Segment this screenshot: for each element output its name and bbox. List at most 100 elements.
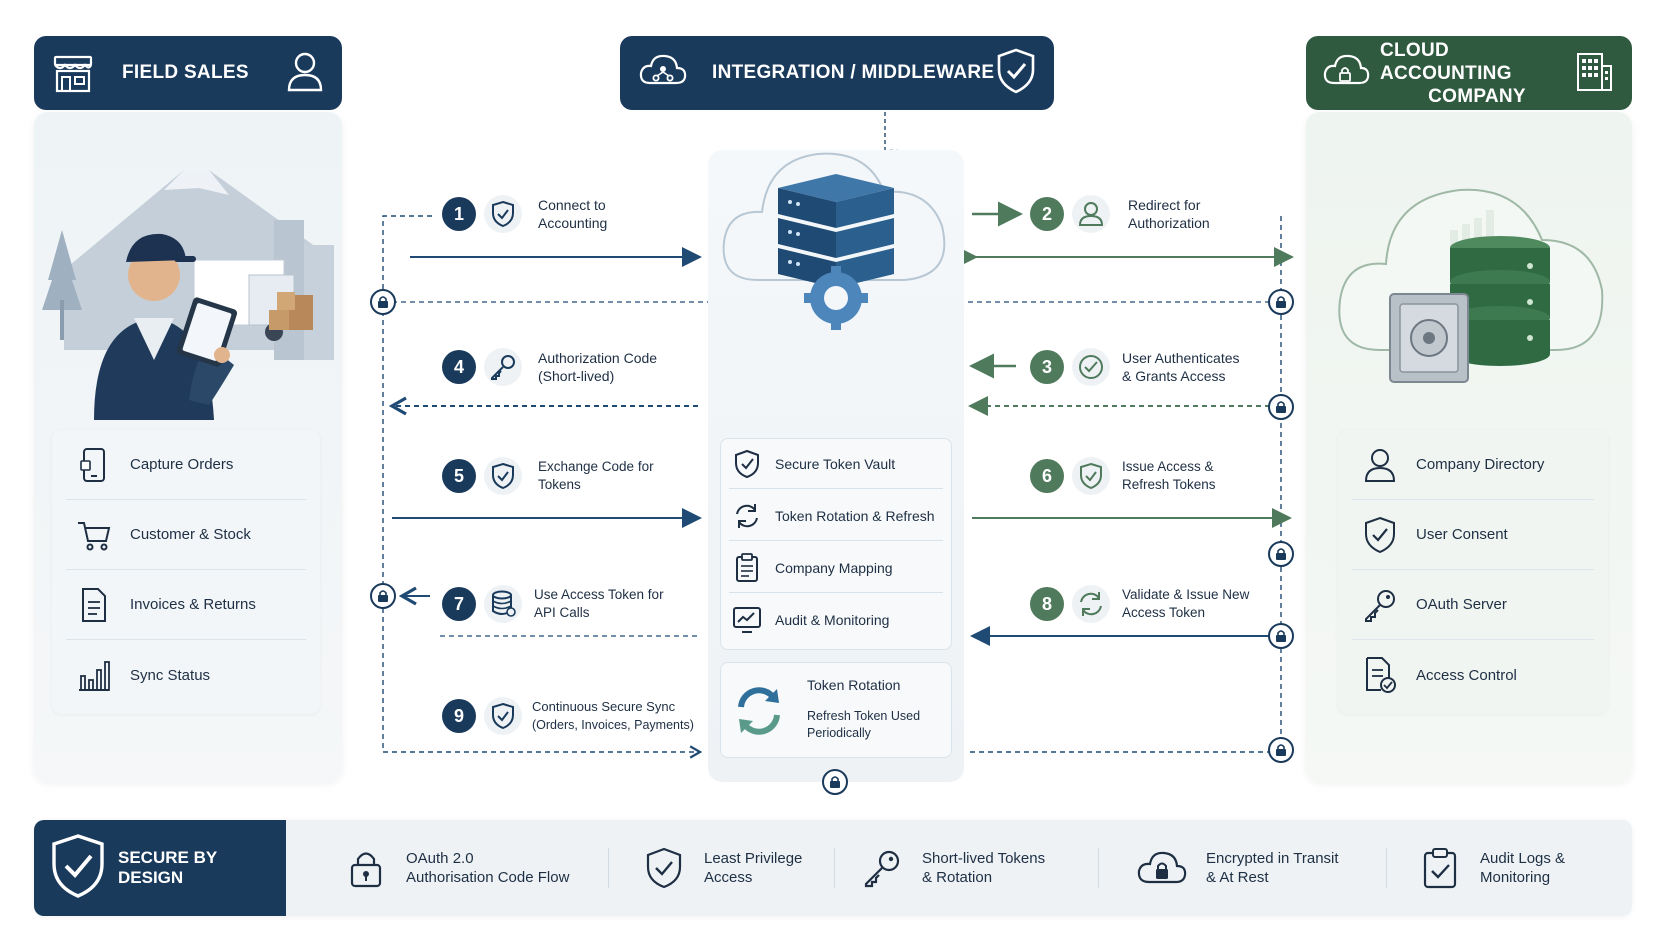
- step-line1: Continuous Secure Sync: [532, 699, 676, 714]
- user-icon: [1360, 445, 1400, 485]
- storefront-icon: [50, 53, 96, 93]
- bottom-item-label: Encrypted in Transit & At Rest: [1206, 849, 1339, 887]
- feature-label: Company Mapping: [775, 559, 893, 576]
- field-sales-illustration: [42, 170, 334, 420]
- tablet-icon: [74, 445, 114, 485]
- step-line2: Tokens: [538, 477, 581, 492]
- step-number: 8: [1030, 587, 1064, 621]
- step-3: 3 User Authenticates& Grants Access: [1030, 348, 1240, 386]
- cloud-title-line1: CLOUD ACCOUNTING: [1380, 39, 1512, 84]
- padlock-icon: [1268, 737, 1294, 763]
- cloud-lock-icon: [1136, 848, 1188, 888]
- document-check-icon: [1360, 655, 1400, 695]
- list-item[interactable]: Capture Orders: [66, 430, 306, 500]
- feature-row[interactable]: Token Rotation & Refresh: [729, 491, 943, 541]
- step-number: 5: [442, 459, 476, 493]
- list-item[interactable]: OAuth Server: [1352, 570, 1594, 640]
- bottom-line2: & At Rest: [1206, 869, 1269, 886]
- rotation-arrows-icon: [733, 685, 785, 742]
- cloud-accounting-header: CLOUD ACCOUNTING COMPANY: [1306, 36, 1632, 110]
- shield-check-icon: [484, 457, 522, 495]
- cloud-network-icon: [638, 51, 688, 96]
- step-line1: Exchange Code for: [538, 459, 654, 474]
- list-item-label: User Consent: [1416, 526, 1508, 543]
- padlock-icon: [370, 289, 396, 315]
- step-line2: (Short-lived): [538, 368, 615, 384]
- feature-row[interactable]: Audit & Monitoring: [729, 595, 943, 645]
- cloud-accounting-list: Company Directory User Consent OAuth Ser…: [1338, 430, 1608, 714]
- check-circle-icon: [1072, 348, 1110, 386]
- step-line1: Validate & Issue New: [1122, 587, 1250, 602]
- key-icon: [1360, 585, 1400, 625]
- shield-check-icon: [1072, 457, 1110, 495]
- bottom-line2: Monitoring: [1480, 869, 1551, 886]
- list-item[interactable]: Company Directory: [1352, 430, 1594, 500]
- divider: [608, 848, 609, 888]
- clipboard-icon: [731, 552, 763, 583]
- feature-label: Secure Token Vault: [775, 455, 896, 472]
- step-line2: & Grants Access: [1122, 368, 1226, 384]
- list-item[interactable]: User Consent: [1352, 500, 1594, 570]
- clipboard-check-icon: [1418, 847, 1462, 889]
- bottom-line1: Encrypted in Transit: [1206, 850, 1339, 867]
- shield-check-icon: [996, 48, 1036, 99]
- bottom-item-label: Audit Logs & Monitoring: [1480, 849, 1565, 887]
- bottom-line1: OAuth 2.0: [406, 850, 474, 867]
- building-icon: [1574, 50, 1614, 97]
- step-text: Issue Access &Refresh Tokens: [1122, 458, 1216, 494]
- bar-chart-icon: [74, 655, 114, 695]
- secure-by-design-block: SECURE BY DESIGN: [34, 820, 286, 916]
- bottom-item: Short-lived Tokens& Rotation: [860, 820, 1045, 916]
- shield-check-icon: [731, 449, 763, 479]
- padlock-icon: [1268, 541, 1294, 567]
- field-sales-title: FIELD SALES: [122, 62, 249, 83]
- refresh-icon: [1072, 585, 1110, 623]
- token-rotation-line2: Periodically: [807, 726, 871, 740]
- list-item-label: Company Directory: [1416, 456, 1545, 473]
- list-item[interactable]: Access Control: [1352, 640, 1594, 710]
- bottom-item: Audit Logs & Monitoring: [1418, 820, 1565, 916]
- list-item[interactable]: Sync Status: [66, 640, 306, 710]
- gear-icon: [804, 266, 868, 330]
- step-line1: User Authenticates: [1122, 350, 1240, 366]
- step-line1: Authorization Code: [538, 350, 658, 366]
- feature-label: Audit & Monitoring: [775, 612, 890, 628]
- token-rotation-title: Token Rotation: [807, 677, 901, 693]
- step-line1: Issue Access &: [1122, 459, 1214, 474]
- bottom-line2: Access: [704, 869, 753, 886]
- step-line2: Accounting: [538, 215, 608, 231]
- list-item-label: Capture Orders: [130, 456, 234, 473]
- list-item-label: Customer & Stock: [130, 526, 251, 543]
- feature-row[interactable]: Company Mapping: [729, 543, 943, 593]
- feature-row[interactable]: Secure Token Vault: [729, 439, 943, 489]
- document-icon: [74, 585, 114, 625]
- vault-database-illustration: [1338, 188, 1604, 383]
- key-icon: [484, 348, 522, 386]
- step-6: 6 Issue Access &Refresh Tokens: [1030, 457, 1216, 495]
- shield-check-icon: [1360, 515, 1400, 555]
- bottom-line2: Authorisation Code Flow: [406, 869, 570, 886]
- secure-by-design-label: SECURE BY DESIGN: [118, 848, 217, 887]
- bottom-line1: Audit Logs &: [1480, 850, 1566, 867]
- cloud-title-line2: COMPANY: [1428, 85, 1526, 107]
- token-rotation-card: Token Rotation Refresh Token Used Period…: [720, 662, 952, 758]
- divider: [834, 848, 835, 888]
- list-item[interactable]: Customer & Stock: [66, 500, 306, 570]
- step-number: 2: [1030, 197, 1064, 231]
- list-item[interactable]: Invoices & Returns: [66, 570, 306, 640]
- padlock-icon: [1268, 394, 1294, 420]
- step-text: Authorization Code (Short-lived): [538, 349, 657, 385]
- safe-icon: [1389, 293, 1469, 383]
- padlock-icon: [1268, 623, 1294, 649]
- step-4: 4 Authorization Code(Short-lived): [442, 348, 657, 386]
- list-item-label: OAuth Server: [1416, 596, 1507, 613]
